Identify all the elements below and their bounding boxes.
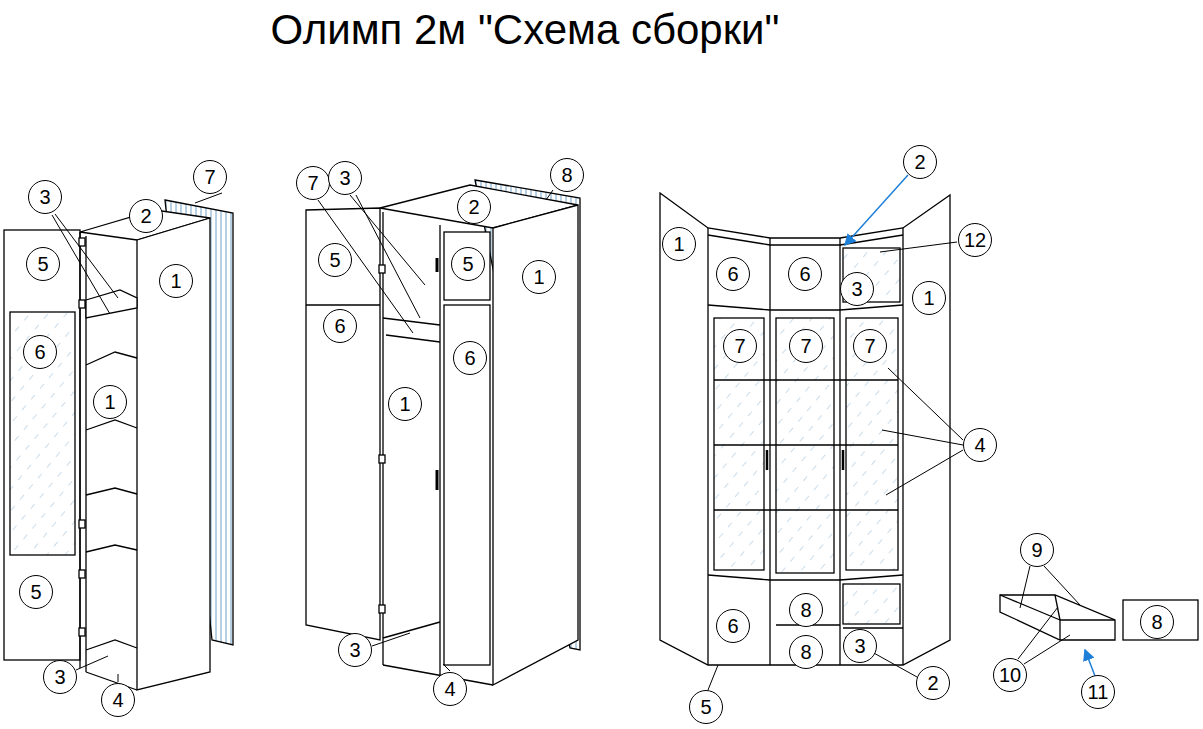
callout-number: 2 xyxy=(140,205,151,228)
callout-number: 7 xyxy=(204,166,215,189)
callout-circle: 1 xyxy=(662,227,696,261)
callout-number: 8 xyxy=(1151,611,1162,634)
callout-number: 4 xyxy=(112,689,123,712)
callout-circle: 9 xyxy=(1020,533,1054,567)
callout-circle: 4 xyxy=(101,683,135,717)
callout-number: 5 xyxy=(37,253,48,276)
callout-circle: 6 xyxy=(716,257,750,291)
callout-number: 5 xyxy=(700,696,711,719)
callout-number: 5 xyxy=(30,581,41,604)
callout-number: 11 xyxy=(1088,681,1109,704)
callout-circle: 8 xyxy=(550,158,584,192)
callout-circle: 6 xyxy=(716,609,750,643)
callout-number: 1 xyxy=(104,391,115,414)
callout-number: 5 xyxy=(329,249,340,272)
callout-number: 7 xyxy=(864,335,875,358)
callout-circle: 7 xyxy=(296,166,330,200)
callout-circle: 3 xyxy=(843,629,877,663)
callout-circle: 6 xyxy=(453,341,487,375)
callout-circle: 7 xyxy=(853,329,887,363)
callout-number: 3 xyxy=(39,186,50,209)
callout-number: 6 xyxy=(34,341,45,364)
callout-circle: 1 xyxy=(159,264,193,298)
callout-number: 3 xyxy=(349,639,360,662)
callout-number: 8 xyxy=(800,599,811,622)
callout-circle: 5 xyxy=(19,575,53,609)
callout-circle: 3 xyxy=(28,180,62,214)
callout-circle: 4 xyxy=(433,672,467,706)
callout-circle: 10 xyxy=(993,658,1027,692)
callout-circle: 3 xyxy=(338,633,372,667)
callout-circle: 1 xyxy=(93,385,127,419)
callout-circle: 2 xyxy=(129,199,163,233)
callout-number: 6 xyxy=(334,315,345,338)
callout-circle: 2 xyxy=(903,145,937,179)
callout-number: 1 xyxy=(170,270,181,293)
callout-circle: 5 xyxy=(689,690,723,724)
callout-number: 7 xyxy=(800,335,811,358)
callout-number: 4 xyxy=(444,678,455,701)
callout-number: 5 xyxy=(462,253,473,276)
callout-circle: 8 xyxy=(789,593,823,627)
callout-circle: 4 xyxy=(963,428,997,462)
callout-number: 4 xyxy=(974,434,985,457)
callout-circle: 8 xyxy=(789,635,823,669)
callout-circle: 3 xyxy=(328,161,362,195)
callout-circle: 7 xyxy=(193,160,227,194)
callout-circle: 1 xyxy=(388,387,422,421)
callout-circle: 5 xyxy=(451,247,485,281)
callout-number: 1 xyxy=(399,393,410,416)
callout-number: 6 xyxy=(464,347,475,370)
callout-number: 1 xyxy=(673,233,684,256)
callout-circle: 3 xyxy=(840,272,874,306)
callout-number: 12 xyxy=(964,229,986,252)
callout-number: 7 xyxy=(734,335,745,358)
callout-circle: 7 xyxy=(723,329,757,363)
callout-number: 2 xyxy=(914,151,925,174)
callout-number: 8 xyxy=(561,164,572,187)
diagram-title: Олимп 2м "Схема сборки" xyxy=(0,6,1050,54)
callout-number: 6 xyxy=(727,263,738,286)
callout-number: 1 xyxy=(923,287,934,310)
callout-circle: 2 xyxy=(457,190,491,224)
callout-circle: 2 xyxy=(916,666,950,700)
callout-number: 1 xyxy=(533,266,544,289)
callout-circle: 8 xyxy=(1140,605,1174,639)
callout-circle: 12 xyxy=(958,223,992,257)
callout-number: 3 xyxy=(339,167,350,190)
callout-number: 10 xyxy=(999,664,1021,687)
callout-number: 7 xyxy=(307,172,318,195)
callout-circle: 6 xyxy=(323,309,357,343)
callout-number: 2 xyxy=(468,196,479,219)
callout-number: 6 xyxy=(799,263,810,286)
callout-number: 3 xyxy=(54,666,65,689)
callout-circle: 6 xyxy=(788,257,822,291)
callout-circle: 3 xyxy=(43,660,77,694)
callout-circle: 5 xyxy=(26,247,60,281)
callout-circle: 1 xyxy=(912,281,946,315)
callout-circle: 11 xyxy=(1081,675,1115,709)
callout-number: 3 xyxy=(851,278,862,301)
callout-circle: 7 xyxy=(789,329,823,363)
callout-number: 3 xyxy=(854,635,865,658)
callout-number: 8 xyxy=(800,641,811,664)
callout-circle: 1 xyxy=(522,260,556,294)
callout-number: 9 xyxy=(1031,539,1042,562)
callout-circle: 6 xyxy=(23,335,57,369)
callout-circle: 5 xyxy=(318,243,352,277)
callout-number: 6 xyxy=(727,615,738,638)
callout-number: 2 xyxy=(927,672,938,695)
